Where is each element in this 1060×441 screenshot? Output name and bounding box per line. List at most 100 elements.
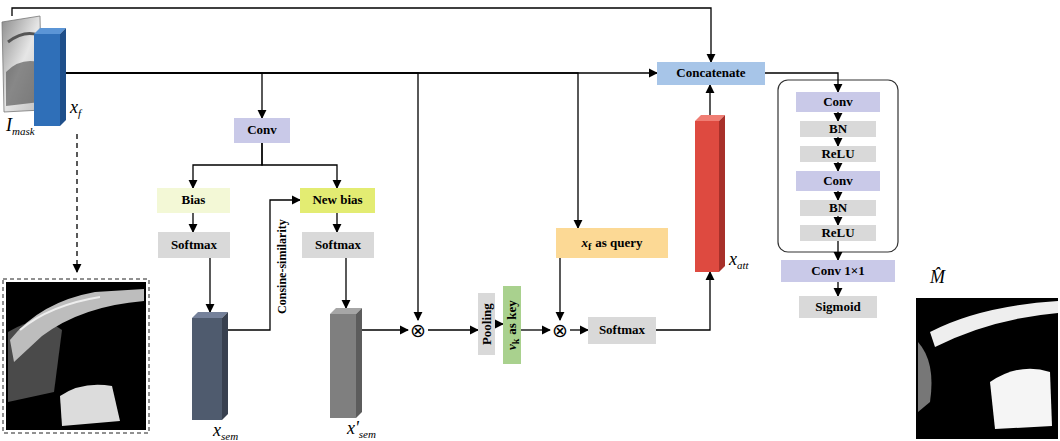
label-group: Softmax: [315, 238, 361, 252]
softmax-box: Softmax: [302, 232, 374, 258]
label-group: ⊗: [552, 321, 568, 340]
flow-arrow: [362, 329, 408, 330]
dashed-arrow: [76, 134, 77, 272]
node-text: v: [505, 344, 519, 350]
flow-arrow: [837, 162, 838, 171]
feature-block: xatt: [695, 115, 725, 272]
flow-arrow: [837, 282, 838, 296]
label-group: vk as key: [505, 300, 519, 350]
node-text: Softmax: [315, 238, 361, 252]
label-group: Sigmoid: [815, 300, 861, 314]
flow-arrow: [837, 112, 838, 121]
key-box: vk as key: [503, 286, 521, 364]
label-group: Concatenate: [676, 66, 745, 80]
block-top: [192, 312, 228, 318]
node-text: x': [347, 419, 359, 439]
label-group: ReLU: [821, 147, 854, 161]
block-side: [60, 28, 66, 126]
node-text: New bias: [312, 193, 362, 207]
node-text: x: [581, 236, 588, 250]
node-text: f: [588, 241, 591, 252]
flow-arrow: [570, 329, 588, 330]
label-group: xf as query: [581, 236, 642, 250]
softmax-box: Softmax: [158, 232, 230, 258]
label-group: M̂: [930, 268, 945, 288]
block-shape: [34, 28, 66, 126]
flow-arrow: [709, 85, 710, 115]
node-text: Bias: [182, 193, 206, 207]
conv-box: Conv: [234, 118, 290, 143]
flow-arrow: [837, 137, 838, 146]
block-side: [222, 312, 228, 420]
node-text: as key: [505, 300, 519, 334]
block-front: [34, 34, 60, 126]
node-text: BN: [829, 201, 847, 215]
label-group: xatt: [729, 250, 749, 270]
flow-arrow: [228, 200, 300, 330]
flow-arrow: [193, 143, 262, 188]
block-side: [719, 115, 725, 272]
node-text: Sigmoid: [815, 300, 861, 314]
bn-box: BN: [800, 121, 876, 137]
label-group: Pooling: [479, 303, 493, 345]
node-text: as query: [595, 236, 642, 250]
flow-arrow: [559, 258, 560, 320]
sigmoid-box: Sigmoid: [799, 296, 877, 318]
node-text: ReLU: [821, 226, 854, 240]
label-group: Conv: [823, 95, 853, 109]
mask-preview-image: [3, 279, 149, 433]
feature-block: x'sem: [330, 308, 362, 418]
block-shape: [330, 308, 362, 418]
node-text: x: [729, 250, 737, 270]
bias-box: Bias: [157, 188, 230, 213]
concatenate-box: Concatenate: [657, 62, 765, 85]
node-text: sem: [221, 430, 238, 441]
output-image: M̂: [916, 298, 1058, 439]
multiply-symbol: ⊗: [550, 320, 570, 340]
softmax-box: Softmax: [588, 317, 656, 344]
flow-arrow: [262, 143, 337, 188]
node-text: BN: [829, 122, 847, 136]
node-text: Softmax: [599, 323, 645, 337]
block-shape: [695, 115, 725, 272]
node-text: mask: [12, 125, 35, 137]
new-bias-box: New bias: [300, 188, 375, 213]
node-text: ⊗: [552, 321, 568, 340]
flow-arrow: [495, 323, 503, 324]
relu-box: ReLU: [800, 225, 876, 241]
flow-arrow: [192, 213, 193, 232]
node-text: Conv: [247, 123, 277, 137]
edge-label: Consine-similarity: [275, 217, 288, 316]
node-text: x: [70, 98, 78, 118]
node-text: Pooling: [479, 303, 493, 345]
flow-arrow: [521, 329, 550, 330]
node-text: sem: [359, 428, 376, 440]
label-group: Softmax: [599, 323, 645, 337]
flow-arrow: [66, 73, 578, 228]
node-text: I: [6, 116, 12, 136]
block-front: [330, 314, 356, 418]
label-group: Softmax: [171, 238, 217, 252]
block-container: [778, 80, 898, 252]
label-group: Conv 1×1: [811, 264, 864, 278]
node-text: att: [737, 259, 749, 271]
node-text: Conv: [823, 174, 853, 188]
node-text: Softmax: [171, 238, 217, 252]
label-group: xsem: [213, 421, 238, 441]
label-group: Imask: [6, 116, 35, 136]
label-group: x'sem: [347, 419, 376, 439]
flow-arrow: [345, 258, 346, 308]
block-front: [695, 121, 719, 272]
label-group: Conv: [823, 174, 853, 188]
flow-arrow: [428, 329, 478, 330]
relu-box: ReLU: [800, 146, 876, 162]
node-text: ⊗: [410, 321, 426, 340]
flow-arrow: [12, 8, 711, 62]
node-text: k: [510, 338, 521, 344]
conv-box: Conv 1×1: [781, 260, 895, 282]
conv-box: Conv: [796, 171, 880, 191]
node-text: Conv 1×1: [811, 264, 864, 278]
